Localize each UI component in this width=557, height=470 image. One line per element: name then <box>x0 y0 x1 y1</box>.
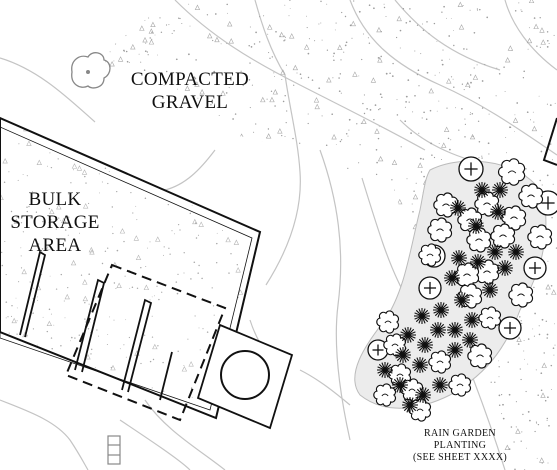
rain-garden-planting <box>354 156 557 422</box>
cloud-shrub-icon <box>508 282 534 308</box>
starburst-shrub-icon <box>415 387 431 403</box>
cloud-shrub-icon <box>490 223 516 249</box>
cloud-shrub-icon <box>448 373 472 397</box>
cloud-shrub-icon <box>433 192 459 218</box>
starburst-shrub-icon <box>447 342 463 358</box>
starburst-shrub-icon <box>454 292 470 308</box>
starburst-shrub-icon <box>487 244 503 260</box>
starburst-shrub-icon <box>412 357 428 373</box>
starburst-shrub-icon <box>470 254 486 270</box>
starburst-shrub-icon <box>377 362 393 378</box>
cloud-shrub-icon <box>518 183 544 209</box>
circle-plus-icon <box>418 276 442 300</box>
storage-inner-offset <box>0 126 253 411</box>
site-marker-icon <box>107 435 121 465</box>
starburst-shrub-icon <box>508 244 524 260</box>
adjacent-building <box>542 117 557 166</box>
proposed-structure-dashed <box>64 263 227 422</box>
starburst-shrub-icon <box>395 347 411 363</box>
cloud-shrub-icon <box>478 306 502 330</box>
starburst-shrub-icon <box>468 218 484 234</box>
starburst-shrub-icon <box>402 397 418 413</box>
starburst-shrub-icon <box>447 322 463 338</box>
starburst-shrub-icon <box>450 200 466 216</box>
compacted-gravel-label: COMPACTED GRAVEL <box>130 69 250 113</box>
tank-structure <box>196 323 294 430</box>
cloud-shrub-icon <box>457 283 483 309</box>
starburst-shrub-icon <box>430 322 446 338</box>
storage-building-outline <box>0 116 262 420</box>
starburst-shrub-icon <box>400 327 416 343</box>
cloud-shrub-icon <box>373 383 397 407</box>
starburst-shrub-icon <box>414 308 430 324</box>
circle-plus-icon <box>367 339 389 361</box>
circle-plus-icon <box>498 316 522 340</box>
cloud-shrub-icon <box>466 227 492 253</box>
cloud-shrub-icon <box>418 243 442 267</box>
starburst-shrub-icon <box>492 182 508 198</box>
starburst-shrub-icon <box>444 270 460 286</box>
circle-plus-icon <box>458 156 484 182</box>
starburst-shrub-icon <box>417 337 433 353</box>
starburst-shrub-icon <box>474 182 490 198</box>
cloud-shrub-icon <box>501 205 527 231</box>
starburst-shrub-icon <box>464 312 480 328</box>
cloud-shrub-icon <box>376 310 400 334</box>
cloud-shrub-icon <box>428 350 452 374</box>
rain-garden-label: RAIN GARDEN PLANTING (SEE SHEET XXXX) <box>412 428 508 463</box>
cloud-shrub-icon <box>427 217 453 243</box>
starburst-shrub-icon <box>462 332 478 348</box>
cloud-shrub-icon <box>527 224 553 250</box>
starburst-shrub-icon <box>497 260 513 276</box>
cloud-shrub-icon <box>467 343 493 369</box>
starburst-shrub-icon <box>432 377 448 393</box>
circle-plus-icon <box>523 256 547 280</box>
tree-canopy-icon <box>71 52 111 89</box>
starburst-shrub-icon <box>433 302 449 318</box>
bulk-storage-label: BULK STORAGE AREA <box>10 189 100 256</box>
starburst-shrub-icon <box>392 377 408 393</box>
tree-trunk-mark <box>86 70 90 74</box>
cloud-shrub-icon <box>497 158 526 186</box>
starburst-shrub-icon <box>490 204 506 220</box>
starburst-shrub-icon <box>451 250 467 266</box>
storage-bins <box>19 250 173 401</box>
starburst-shrub-icon <box>482 282 498 298</box>
